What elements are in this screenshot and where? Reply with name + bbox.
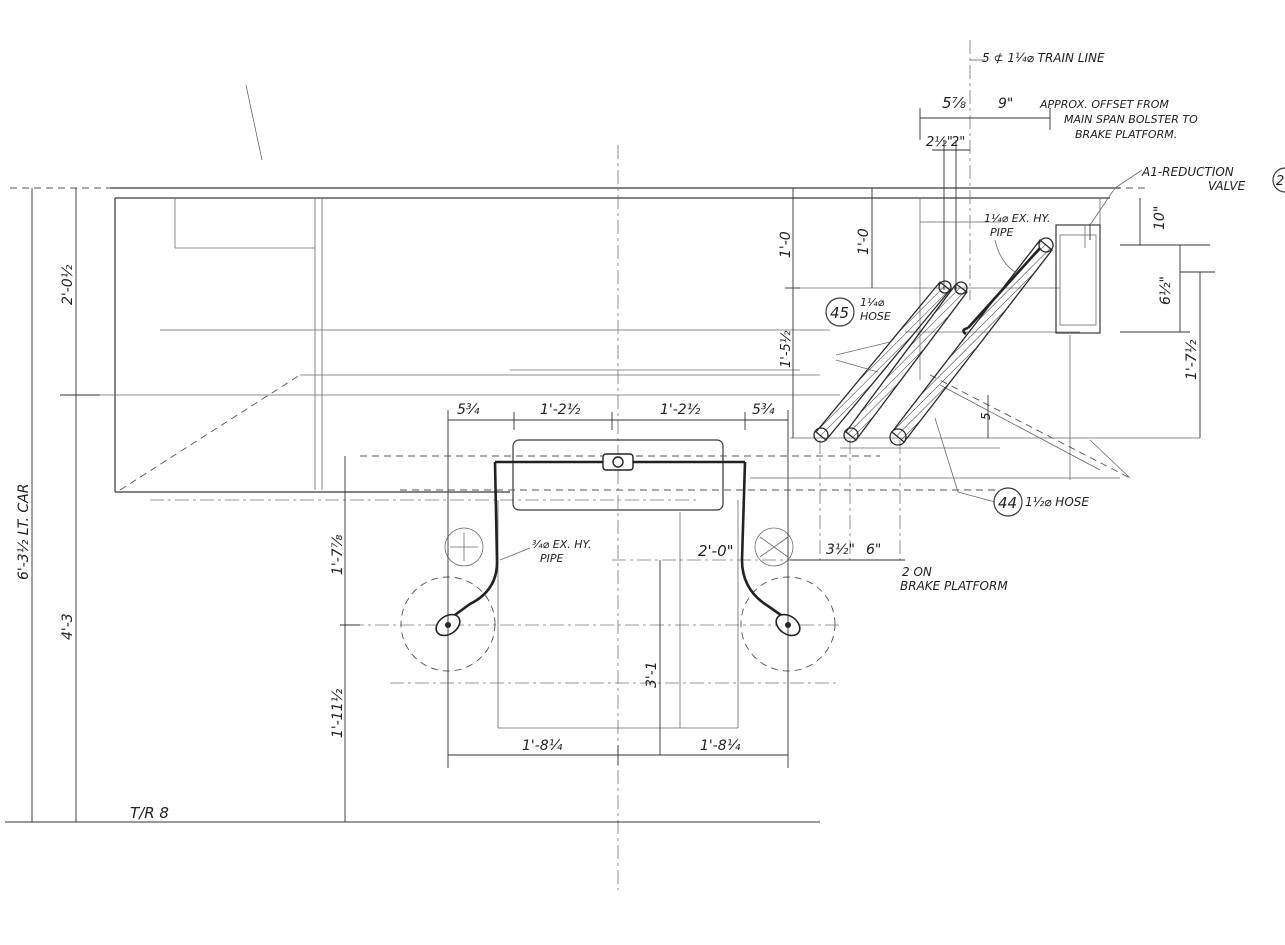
hose-44-label: 1½⌀ HOSE	[1025, 495, 1089, 509]
ex-hy-pipe-small-line-1: ¾⌀ EX. HY.	[532, 538, 591, 551]
offset-note-line-3: BRAKE PLATFORM.	[1075, 128, 1177, 141]
offset-note-line-1: APPROX. OFFSET FROM	[1039, 98, 1169, 111]
dim-3-1: 3'-1	[644, 661, 660, 688]
hose-45-number: 45	[830, 304, 849, 322]
ex-hy-pipe-one-quarter	[962, 247, 1041, 336]
dim-5: 5	[979, 412, 993, 420]
dim-6-3-half-lt-car: 6'-3½ LT. CAR	[16, 484, 32, 580]
dim-2-half: 2½"	[926, 135, 953, 150]
dim-1-11-half: 1'-11½	[330, 688, 346, 738]
hose-45-label-line-1: 1¼⌀	[860, 296, 885, 309]
balloon-2-partial	[1272, 167, 1285, 193]
ex-hy-pipe-label-line-2: PIPE	[990, 226, 1014, 239]
dimension-lines	[5, 108, 1215, 823]
tr-mark: T/R 8	[130, 804, 169, 822]
reduction-valve	[1055, 224, 1101, 334]
dim-6-half: 6½"	[1158, 276, 1174, 305]
ex-hy-pipe-small-line-2: PIPE	[540, 552, 564, 565]
dim-1-8-left: 1'-8¼	[522, 738, 563, 754]
dim-2-0: 2'-0"	[698, 542, 734, 560]
dim-1-8-right: 1'-8¼	[700, 738, 741, 754]
dim-5-3-4-left: 5¾	[457, 402, 480, 418]
dim-1-2-half-right: 1'-2½	[660, 402, 701, 418]
dim-5-7-8: 5⅞	[942, 94, 967, 112]
train-line-label: 5 ⊄ 1¼⌀ TRAIN LINE	[982, 51, 1105, 65]
hose-45-b	[843, 281, 968, 443]
dim-1-0-a: 1'-0	[778, 231, 794, 258]
brake-platform-note-line-1: 2 ON	[902, 565, 932, 579]
brake-platform-note-line-2: BRAKE PLATFORM	[900, 579, 1008, 593]
leader-lines	[245, 59, 1143, 561]
reduction-valve-number: 2	[1276, 174, 1284, 189]
ex-hy-pipe-label-line-1: 1¼⌀ EX. HY.	[984, 212, 1050, 225]
dim-1-0-b: 1'-0	[856, 228, 872, 255]
balloon-44	[993, 487, 1023, 517]
dim-6: 6"	[866, 542, 881, 558]
offset-note-line-2: MAIN SPAN BOLSTER TO	[1064, 113, 1198, 126]
ex-hy-pipe-three-quarter	[447, 453, 789, 622]
dim-2: 2"	[951, 135, 965, 150]
centre-lines	[350, 40, 971, 890]
brake-reservoir	[497, 439, 739, 729]
dim-1-7-half: 1'-7½	[1184, 339, 1200, 380]
dim-3-half: 3½"	[826, 542, 855, 558]
balloon-45	[825, 297, 855, 327]
dim-2-0-half: 2'-0½	[60, 264, 76, 305]
hose-44	[889, 237, 1054, 446]
dim-4-3: 4'-3	[60, 613, 76, 640]
hose-44-number: 44	[998, 494, 1017, 512]
dim-1-2-half-left: 1'-2½	[540, 402, 581, 418]
dim-1-5-half: 1'-5½	[779, 330, 794, 368]
hose-45-label-line-2: HOSE	[860, 310, 891, 323]
reduction-valve-line-1: A1-REDUCTION	[1141, 165, 1234, 179]
dim-1-7-7-8: 1'-7⅞	[330, 534, 346, 575]
dim-5-3-4-right: 5¾	[752, 402, 775, 418]
dim-10: 10"	[1152, 206, 1168, 230]
hose-45-a	[813, 280, 952, 443]
dim-9-offset: 9"	[998, 96, 1013, 112]
car-frame	[10, 187, 1200, 501]
reduction-valve-line-2: VALVE	[1208, 179, 1246, 193]
